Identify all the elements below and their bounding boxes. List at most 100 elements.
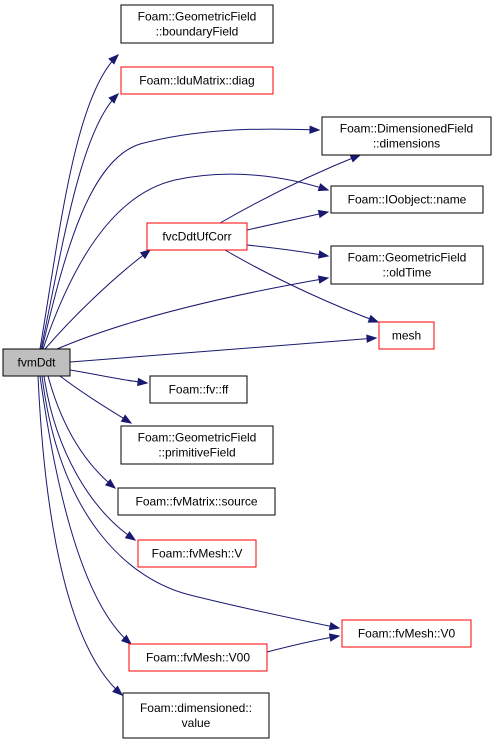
- edge-fvcDdtUfCorr-to-name: [246, 209, 330, 231]
- edge-line: [39, 375, 132, 645]
- node-fvcDdtUfCorr[interactable]: fvcDdtUfCorr: [146, 222, 248, 251]
- arrowhead: [328, 621, 341, 631]
- arrowhead: [121, 634, 133, 645]
- node-label: Foam::fvMesh::V: [152, 547, 243, 561]
- edge-fvmDdt-to-mesh: [69, 334, 378, 363]
- node-label: Foam::fvMatrix::source: [135, 495, 257, 509]
- node-label: Foam::fv::ff: [169, 383, 229, 397]
- arrowhead: [137, 377, 149, 387]
- arrowhead: [317, 183, 330, 192]
- node-label: Foam::fvMesh::V00: [146, 651, 250, 665]
- node-label: fvcDdtUfCorr: [162, 230, 231, 244]
- node-V00[interactable]: Foam::fvMesh::V00: [128, 643, 268, 672]
- node-label: Foam::GeometricField: [348, 251, 467, 265]
- edge-line: [41, 128, 320, 350]
- arrowhead: [317, 275, 330, 284]
- edge-line: [246, 211, 329, 231]
- arrowhead: [349, 154, 362, 163]
- node-box: [146, 222, 248, 251]
- arrowhead: [367, 314, 380, 323]
- edge-fvmDdt-to-dimensions: [41, 125, 321, 350]
- edge-fvmDdt-to-boundaryField: [39, 54, 119, 350]
- edge-line: [43, 375, 136, 541]
- node-label: Foam::GeometricField: [138, 431, 257, 445]
- edge-line: [69, 337, 377, 363]
- node-V[interactable]: Foam::fvMesh::V: [137, 539, 257, 568]
- edge-fvmDdt-to-oldTime: [56, 275, 330, 350]
- node-name[interactable]: Foam::IOobject::name: [330, 185, 484, 214]
- node-label: Foam::lduMatrix::diag: [139, 74, 254, 88]
- edge-fvmDdt-to-fvcDdtUfCorr: [44, 249, 152, 350]
- arrowhead: [309, 125, 321, 134]
- node-label: ::oldTime: [383, 266, 432, 280]
- node-ff[interactable]: Foam::fv::ff: [149, 375, 248, 404]
- edge-fvmDdt-to-V00: [39, 375, 133, 645]
- node-oldTime[interactable]: Foam::GeometricField::oldTime: [330, 245, 484, 285]
- edge-fvmDdt-to-diag: [40, 93, 119, 350]
- arrowhead: [317, 250, 330, 259]
- edge-line: [69, 369, 148, 384]
- arrowhead: [317, 209, 330, 219]
- arrowhead: [139, 249, 152, 260]
- edge-fvcDdtUfCorr-to-mesh: [224, 249, 380, 323]
- node-box: [149, 375, 248, 404]
- node-source[interactable]: Foam::fvMatrix::source: [117, 487, 276, 516]
- node-box: [120, 66, 274, 95]
- edge-line: [266, 635, 340, 653]
- node-label: fvmDdt: [17, 356, 56, 370]
- node-box: [330, 185, 484, 214]
- arrowhead: [328, 633, 341, 642]
- edge-line: [219, 154, 361, 224]
- node-mesh[interactable]: mesh: [378, 321, 435, 350]
- edge-line: [246, 244, 329, 257]
- node-label: Foam::fvMesh::V0: [358, 627, 456, 641]
- node-box: [117, 487, 276, 516]
- node-V0[interactable]: Foam::fvMesh::V0: [341, 619, 472, 648]
- node-label: Foam::IOobject::name: [348, 193, 467, 207]
- edge-fvmDdt-to-primitiveField: [59, 375, 133, 424]
- node-label: Foam::DimensionedField: [340, 122, 473, 136]
- edge-fvmDdt-to-source: [47, 375, 117, 489]
- edge-line: [47, 375, 116, 489]
- edge-line: [37, 375, 123, 696]
- node-label: Foam::GeometricField: [138, 10, 257, 24]
- edge-V00-to-V0: [266, 633, 341, 653]
- node-box: [122, 692, 270, 739]
- arrowhead: [124, 531, 137, 541]
- edge-line: [41, 375, 340, 629]
- arrowhead: [112, 685, 124, 696]
- node-layer: fvmDdtFoam::GeometricField::boundaryFiel…: [2, 4, 492, 739]
- arrowhead: [120, 414, 133, 424]
- edge-fvmDdt-to-V0: [41, 375, 341, 631]
- node-value[interactable]: Foam::dimensioned::value: [122, 692, 270, 739]
- node-box: [120, 425, 274, 465]
- node-box: [321, 116, 492, 156]
- edge-line: [59, 375, 132, 424]
- node-label: Foam::dimensioned::: [140, 701, 252, 715]
- arrowhead: [366, 334, 378, 343]
- node-label: ::boundaryField: [156, 25, 239, 39]
- node-label: ::primitiveField: [158, 446, 235, 460]
- node-box: [128, 643, 268, 672]
- arrowhead: [104, 478, 117, 489]
- node-box: [137, 539, 257, 568]
- arrowhead: [108, 93, 119, 104]
- node-primitiveField[interactable]: Foam::GeometricField::primitiveField: [120, 425, 274, 465]
- edge-fvmDdt-to-value: [37, 375, 124, 696]
- node-box: [378, 321, 435, 350]
- node-dimensions[interactable]: Foam::DimensionedField::dimensions: [321, 116, 492, 156]
- node-fvmDdt: fvmDdt: [2, 348, 71, 377]
- node-boundaryField[interactable]: Foam::GeometricField::boundaryField: [120, 4, 274, 44]
- edge-fvcDdtUfCorr-to-oldTime: [246, 244, 330, 259]
- edge-line: [224, 249, 379, 323]
- node-diag[interactable]: Foam::lduMatrix::diag: [120, 66, 274, 95]
- edge-line: [56, 277, 329, 350]
- node-box: [2, 348, 71, 377]
- arrowhead: [108, 54, 119, 65]
- edge-fvmDdt-to-V: [43, 375, 137, 541]
- edge-fvmDdt-to-ff: [69, 369, 149, 387]
- node-label: ::dimensions: [373, 137, 440, 151]
- edge-fvmDdt-to-name: [42, 173, 330, 350]
- node-box: [330, 245, 484, 285]
